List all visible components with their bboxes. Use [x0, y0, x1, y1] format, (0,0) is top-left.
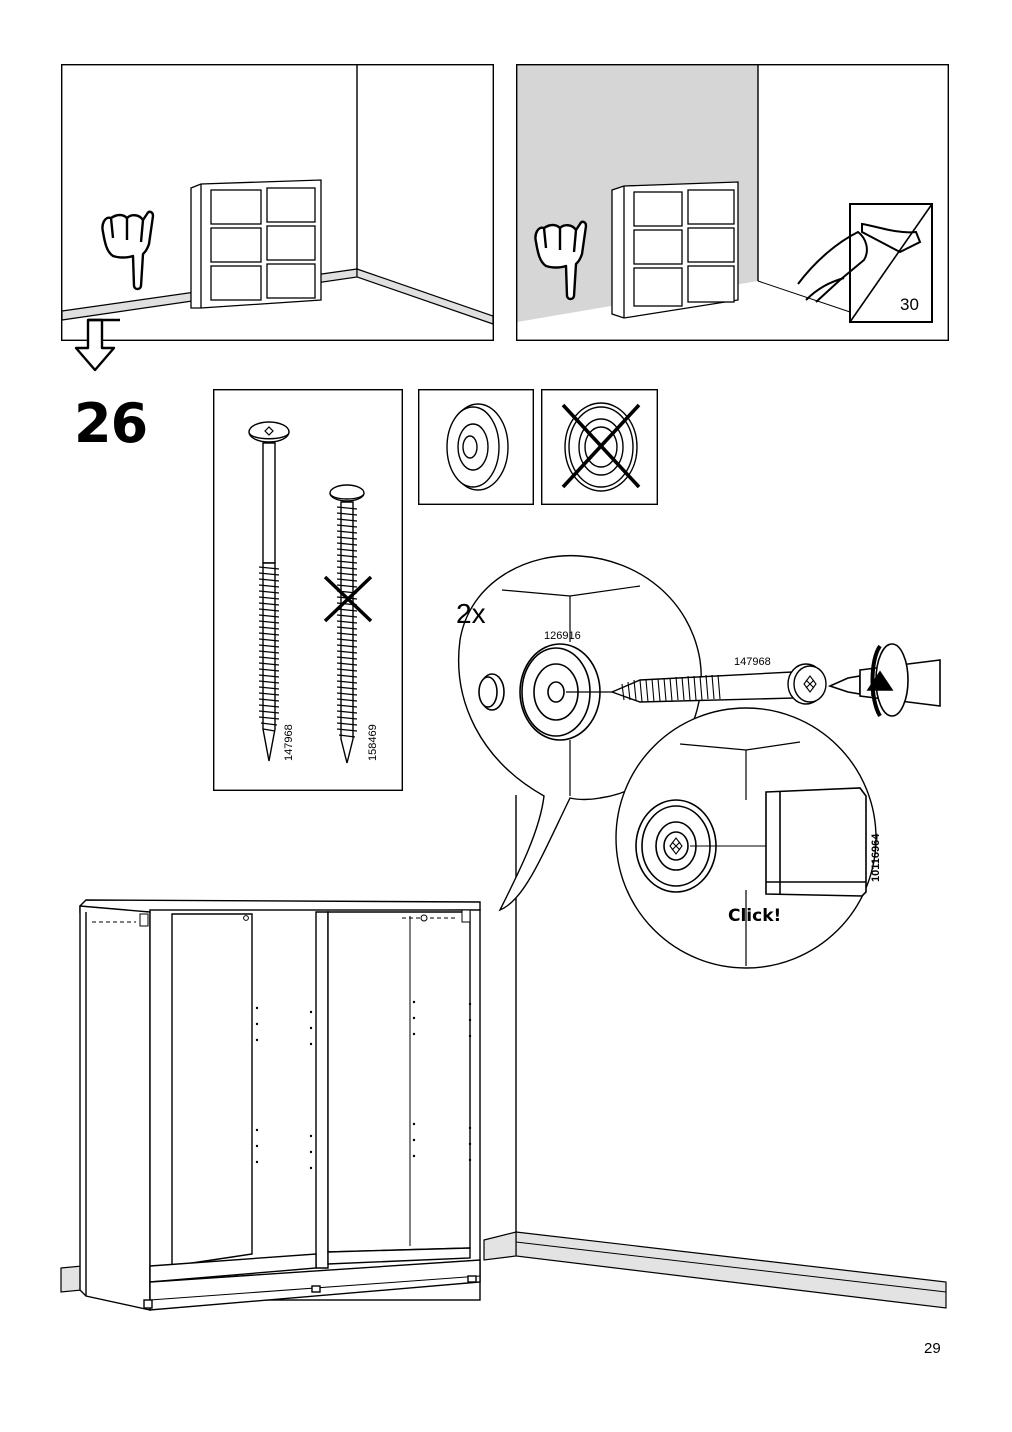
- washer-wrong-box: [541, 389, 658, 505]
- washer-correct-box: [418, 389, 534, 505]
- pointing-hand-icon: [534, 220, 588, 301]
- long-screw: [248, 421, 290, 762]
- step-number: 26: [74, 392, 148, 455]
- manual-page-reference: [797, 203, 933, 323]
- screw-code: 147968: [734, 656, 771, 668]
- pointing-hand-icon: [101, 210, 155, 291]
- shelf-unit: [190, 179, 322, 309]
- washer-installed: [635, 799, 717, 893]
- washer-code: 126916: [544, 630, 581, 642]
- wall-plug: [478, 673, 505, 711]
- detail-circle-click: [615, 707, 877, 969]
- panel-wall-plain: [61, 64, 494, 341]
- cover-cap: [765, 787, 867, 897]
- shelf-unit: [611, 181, 739, 319]
- short-screw-code: 158469: [367, 724, 379, 761]
- shelf-holes: [255, 1000, 472, 1170]
- screw-selection-box: 147968 158469: [213, 389, 403, 791]
- page-number: 29: [924, 1340, 941, 1357]
- cross-icon: [561, 403, 641, 489]
- rotate-arrow-icon: [866, 643, 909, 718]
- assembly-scene: [0, 540, 1012, 1320]
- panel-wall-painted: 30: [516, 64, 949, 341]
- down-arrow-icon: [70, 318, 122, 374]
- long-screw-code: 147968: [283, 724, 295, 761]
- cabinet: [79, 899, 481, 1311]
- click-text: Click!: [728, 906, 782, 926]
- cross-icon: [323, 575, 373, 623]
- detail-screw: [610, 663, 827, 705]
- reference-page-number: 30: [900, 295, 919, 314]
- washer: [519, 643, 601, 741]
- quantity-label: 2x: [456, 598, 486, 629]
- cover-cap-code: 10116964: [870, 833, 882, 882]
- short-screw: [329, 484, 365, 764]
